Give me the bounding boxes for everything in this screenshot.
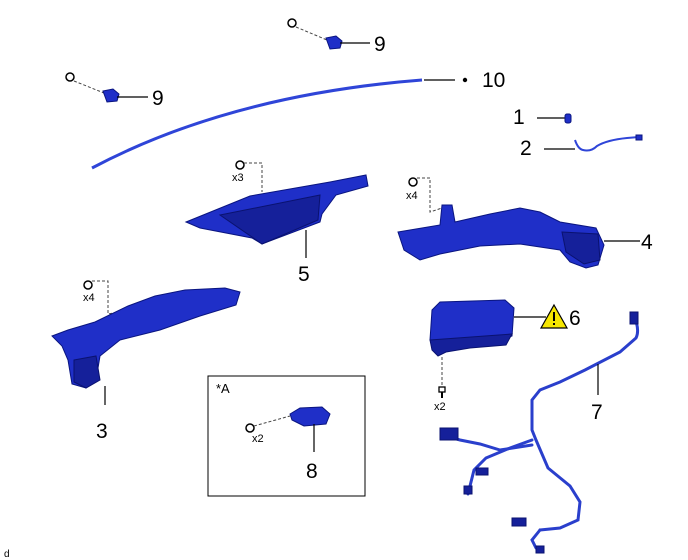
callout-9: 9 xyxy=(152,87,164,110)
callout-4: 4 xyxy=(641,231,653,254)
callout-1: 1 xyxy=(513,106,525,129)
clip-part xyxy=(102,88,120,103)
bolt-icon xyxy=(438,386,446,393)
part-7-harness: 7 xyxy=(439,311,640,554)
callout-7: 7 xyxy=(591,401,603,424)
callout-5: 5 xyxy=(298,263,310,286)
part-9-top: 9 xyxy=(287,18,386,56)
strip-part xyxy=(91,78,423,170)
callout-3: 3 xyxy=(96,420,108,443)
screw-icon xyxy=(83,280,93,290)
screw-icon xyxy=(65,72,75,82)
callout-8: 8 xyxy=(306,460,318,483)
part-2: 2 xyxy=(520,134,643,160)
duct-part xyxy=(51,287,241,389)
inset-label: *A xyxy=(216,381,230,396)
sensor-part xyxy=(289,406,331,427)
qty-label: x2 xyxy=(434,401,446,413)
part-10-strip: 10 xyxy=(91,69,505,170)
callout-6: 6 xyxy=(569,307,581,330)
callout-10: 10 xyxy=(482,69,505,92)
part-5: x3 5 xyxy=(184,160,369,286)
footer-code: d xyxy=(4,549,10,560)
qty-label: x4 xyxy=(83,292,95,304)
part-9-left: 9 xyxy=(65,72,164,110)
qty-label: x4 xyxy=(406,190,418,202)
callout-2: 2 xyxy=(520,137,532,160)
part-3: x4 3 xyxy=(51,280,241,443)
screw-icon xyxy=(287,18,297,28)
screw-icon xyxy=(245,423,255,433)
screw-icon xyxy=(408,177,418,187)
inset-a: *A x2 8 xyxy=(207,375,366,497)
warning-triangle-icon xyxy=(539,303,569,329)
screw-icon xyxy=(235,160,245,170)
callout-9: 9 xyxy=(374,33,386,56)
part-6: 6 x2 xyxy=(429,299,581,413)
qty-label: x2 xyxy=(252,433,264,445)
qty-label: x3 xyxy=(232,172,244,184)
part-1: 1 xyxy=(513,106,572,129)
clip-part xyxy=(325,35,343,50)
duct-part xyxy=(397,204,605,269)
part-4: x4 4 xyxy=(397,177,653,269)
